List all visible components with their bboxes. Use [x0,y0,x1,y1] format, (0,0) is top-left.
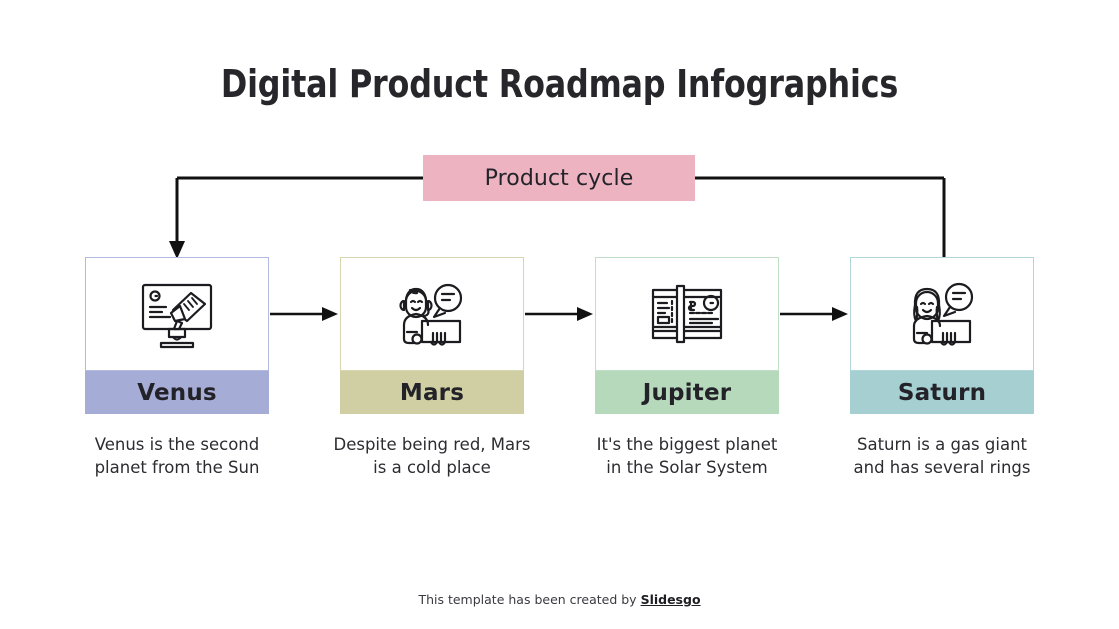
venus-name-band: Venus [85,371,269,414]
page-title: Digital Product Roadmap Infographics [220,62,899,106]
product-cycle-label: Product cycle [484,165,634,191]
caption-mars: Despite being red, Mars is a cold place [333,435,531,477]
ticket-voucher-icon [651,284,723,344]
caption-jupiter: It's the biggest planet in the Solar Sys… [596,435,778,477]
support-agent-female-icon [912,282,974,346]
slidesgo-link[interactable]: Slidesgo [640,592,701,607]
arrowhead-jupiter-saturn [832,307,848,321]
card-name-mars: Mars [399,379,465,406]
card-name-jupiter: Jupiter [642,379,732,406]
card-jupiter[interactable]: Jupiter [595,257,779,414]
support-agent-male-icon [399,283,463,346]
caption-saturn: Saturn is a gas giant and has several ri… [853,435,1031,477]
arrowhead-venus-mars [322,307,338,321]
jupiter-icon-area [595,257,779,371]
mars-name-band: Mars [340,371,524,414]
card-mars[interactable]: Mars [340,257,524,414]
card-saturn[interactable]: Saturn [850,257,1034,414]
card-name-saturn: Saturn [897,379,987,406]
card-venus[interactable]: Venus [85,257,269,414]
product-cycle-banner[interactable]: Product cycle [423,155,695,201]
jupiter-name-band: Jupiter [595,371,779,414]
footer-text: This template has been created by [418,592,637,607]
arrowhead-mars-jupiter [577,307,593,321]
footer-credit: This template has been created by Slides… [0,592,1119,607]
caption-venus: Venus is the second planet from the Sun [94,435,260,477]
saturn-icon-area [850,257,1034,371]
monitor-megaphone-icon [141,283,213,349]
card-name-venus: Venus [137,379,217,406]
venus-icon-area [85,257,269,371]
saturn-name-band: Saturn [850,371,1034,414]
mars-icon-area [340,257,524,371]
